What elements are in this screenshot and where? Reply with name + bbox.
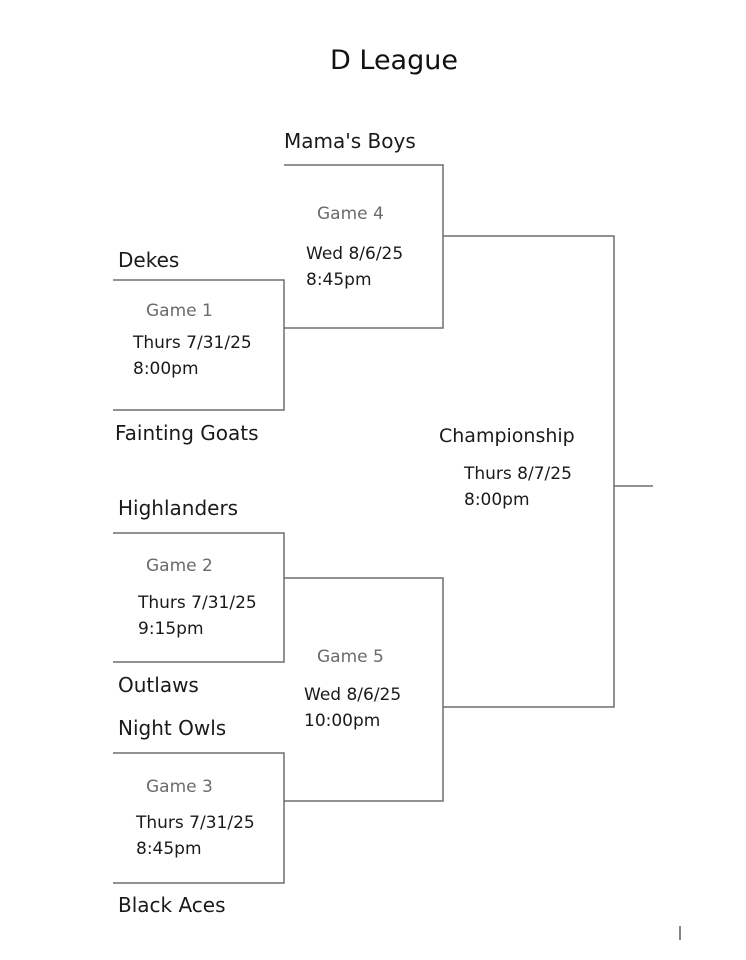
team-black-aces: Black Aces bbox=[118, 893, 226, 917]
team-night-owls: Night Owls bbox=[118, 716, 227, 740]
game2-date: Thurs 7/31/25 bbox=[138, 593, 257, 613]
game2-bracket bbox=[113, 532, 285, 663]
game2-label: Game 2 bbox=[146, 556, 213, 576]
game4-schedule: Wed 8/6/25 8:45pm bbox=[306, 241, 403, 293]
team-dekes: Dekes bbox=[118, 248, 180, 272]
championship-date: Thurs 8/7/25 bbox=[464, 464, 572, 484]
team-fainting-goats: Fainting Goats bbox=[115, 421, 259, 445]
game1-date: Thurs 7/31/25 bbox=[133, 333, 252, 353]
game5-date: Wed 8/6/25 bbox=[304, 685, 402, 705]
game5-bracket bbox=[284, 577, 444, 802]
game4-time: 8:45pm bbox=[306, 270, 372, 290]
game1-time: 8:00pm bbox=[133, 359, 199, 379]
game4-date: Wed 8/6/25 bbox=[306, 244, 404, 264]
game3-schedule: Thurs 7/31/25 8:45pm bbox=[136, 810, 255, 862]
game1-schedule: Thurs 7/31/25 8:00pm bbox=[133, 330, 252, 382]
game5-schedule: Wed 8/6/25 10:00pm bbox=[304, 682, 401, 734]
game4-bracket bbox=[284, 164, 444, 329]
game1-label: Game 1 bbox=[146, 301, 213, 321]
team-outlaws: Outlaws bbox=[118, 673, 199, 697]
game2-time: 9:15pm bbox=[138, 619, 204, 639]
page-title: D League bbox=[330, 45, 458, 76]
team-mamas-boys: Mama's Boys bbox=[284, 129, 416, 153]
game1-bracket bbox=[113, 279, 285, 411]
team-highlanders: Highlanders bbox=[118, 496, 239, 520]
game4-label: Game 4 bbox=[317, 204, 384, 224]
game3-bracket bbox=[113, 752, 285, 884]
game3-time: 8:45pm bbox=[136, 839, 202, 859]
game5-label: Game 5 bbox=[317, 647, 384, 667]
game3-label: Game 3 bbox=[146, 777, 213, 797]
championship-schedule: Thurs 8/7/25 8:00pm bbox=[464, 461, 572, 513]
championship-time: 8:00pm bbox=[464, 490, 530, 510]
game3-date: Thurs 7/31/25 bbox=[136, 813, 255, 833]
game2-schedule: Thurs 7/31/25 9:15pm bbox=[138, 590, 257, 642]
championship-bracket bbox=[443, 235, 615, 708]
game5-time: 10:00pm bbox=[304, 711, 381, 731]
championship-label: Championship bbox=[439, 425, 575, 447]
